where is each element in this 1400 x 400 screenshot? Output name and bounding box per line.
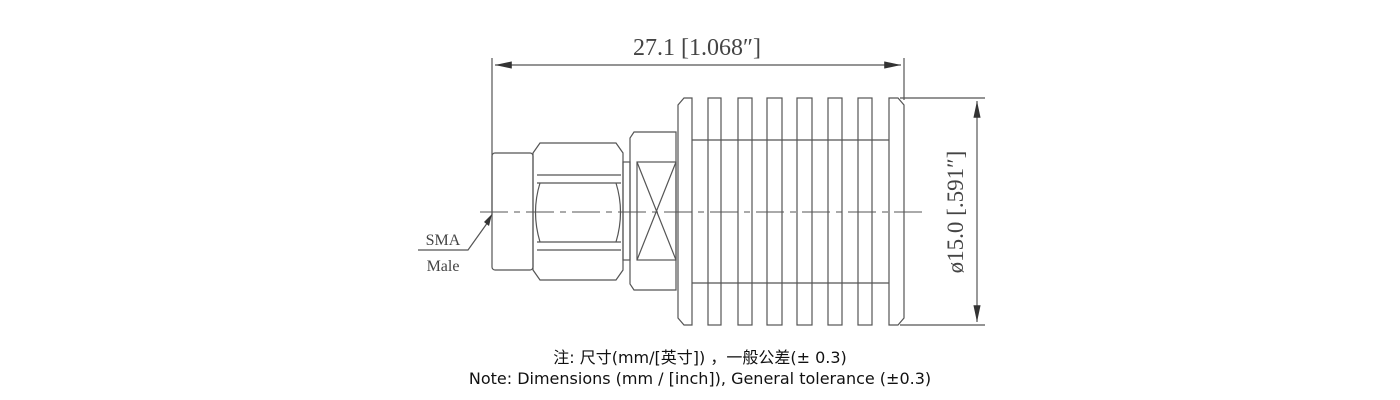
sma-male-label: SMA Male <box>418 214 492 275</box>
note-chinese: 注: 尺寸(mm/[英寸]) ，一般公差(± 0.3) <box>553 348 847 367</box>
label-male: Male <box>427 258 460 275</box>
length-dimension: 27.1 [1.068″] <box>491 35 905 215</box>
label-sma: SMA <box>426 232 461 249</box>
body-nut <box>629 131 677 291</box>
collar <box>622 161 631 261</box>
diameter-dimension: ø15.0 [.591″] <box>900 97 985 326</box>
diameter-dimension-text: ø15.0 [.591″] <box>943 151 968 274</box>
note-english: Note: Dimensions (mm / [inch]), General … <box>468 369 932 388</box>
length-dimension-text: 27.1 [1.068″] <box>633 35 761 61</box>
